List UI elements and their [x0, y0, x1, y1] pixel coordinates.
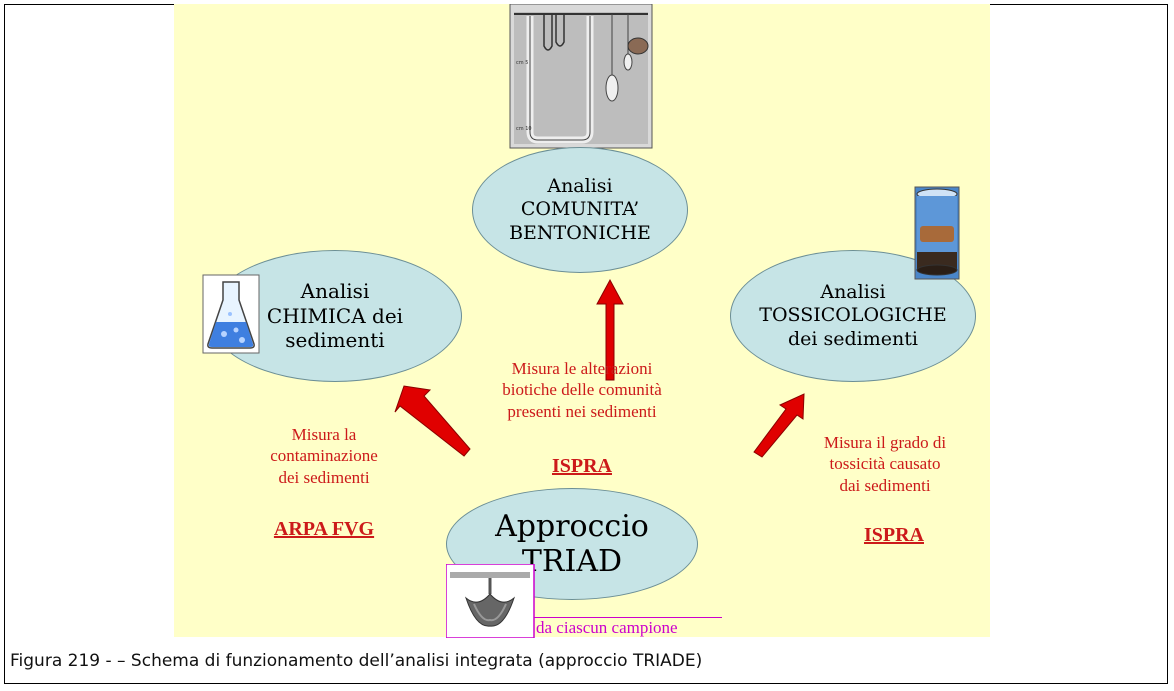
benthic-node-label: Analisi COMUNITA’ BENTONICHE — [509, 175, 651, 244]
figure-caption: Figura 219 - – Schema di funzionamento d… — [10, 651, 703, 671]
chemical-description: Misura la contaminazione dei sedimenti — [270, 425, 378, 487]
toxicity-beaker-icon — [914, 186, 960, 280]
sample-note: da ciascun campione — [534, 617, 722, 637]
toxicological-node-label: Analisi TOSSICOLOGICHE dei sedimenti — [759, 281, 947, 350]
chemical-organization: ARPA FVG — [273, 518, 375, 540]
svg-text:cm 10: cm 10 — [516, 126, 532, 132]
toxicological-organization: ISPRA — [863, 524, 924, 546]
arrows-layer — [394, 278, 805, 458]
arrow-to-benthic — [596, 278, 624, 381]
arrow-to-chemical — [394, 385, 471, 457]
benthic-illustration: cm 5 cm 10 — [509, 4, 653, 149]
triad-node-label: Approccio TRIAD — [495, 508, 649, 579]
diagram-slide: cm 5 cm 10 Analisi COMUNITA’ BENTONICHE … — [174, 4, 990, 638]
chemical-node-label: Analisi CHIMICA dei sedimenti — [266, 279, 404, 353]
toxicological-node: Analisi TOSSICOLOGICHE dei sedimenti — [730, 250, 976, 382]
toxicological-description: Misura il grado di tossicità causato dai… — [823, 433, 947, 495]
svg-text:cm 5: cm 5 — [516, 60, 528, 66]
benthic-node: Analisi COMUNITA’ BENTONICHE — [472, 147, 688, 273]
benthic-description: Misura le alterazioni biotiche delle com… — [502, 359, 662, 421]
flask-icon — [202, 274, 260, 354]
arrow-to-toxicological — [753, 393, 805, 458]
grab-sampler-icon — [446, 564, 535, 638]
benthic-organization: ISPRA — [551, 455, 612, 477]
